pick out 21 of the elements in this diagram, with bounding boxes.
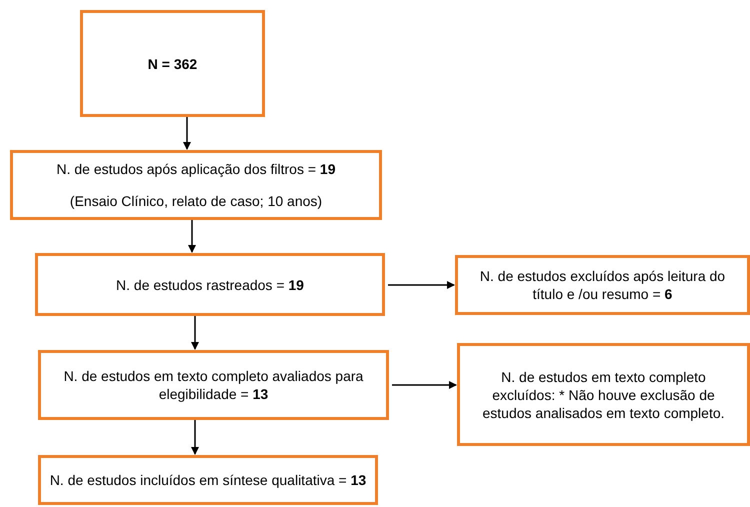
box-text: N. de estudos incluídos em síntese qualitativa = 13 [50, 471, 366, 489]
arrow [188, 220, 196, 253]
arrow [183, 117, 191, 150]
process-box [457, 343, 750, 446]
arrow [388, 281, 455, 289]
process-box [455, 255, 750, 315]
box-text: N. de estudos após aplicação dos filtros = 19 [56, 160, 336, 178]
arrow [191, 316, 199, 350]
box-text: N. de estudos em texto completo excluídos: * Não houve exclusão de estudos analisados em texto completo. [481, 368, 726, 422]
process-box [80, 10, 265, 117]
box-text: N. de estudos em texto completo avaliados para elegibilidade = 13 [62, 367, 364, 403]
arrow [392, 381, 457, 389]
process-box [38, 455, 378, 505]
box-text: N. de estudos excluídos após leitura do título e /ou resumo = 6 [478, 267, 726, 303]
box-text: (Ensaio Clínico, relato de caso; 10 anos) [70, 192, 322, 210]
arrow [191, 420, 199, 455]
process-box [35, 253, 385, 316]
box-text: N = 362 [148, 54, 198, 72]
process-box [10, 150, 382, 220]
process-box [38, 350, 389, 420]
box-text: N. de estudos rastreados = 19 [116, 276, 304, 294]
